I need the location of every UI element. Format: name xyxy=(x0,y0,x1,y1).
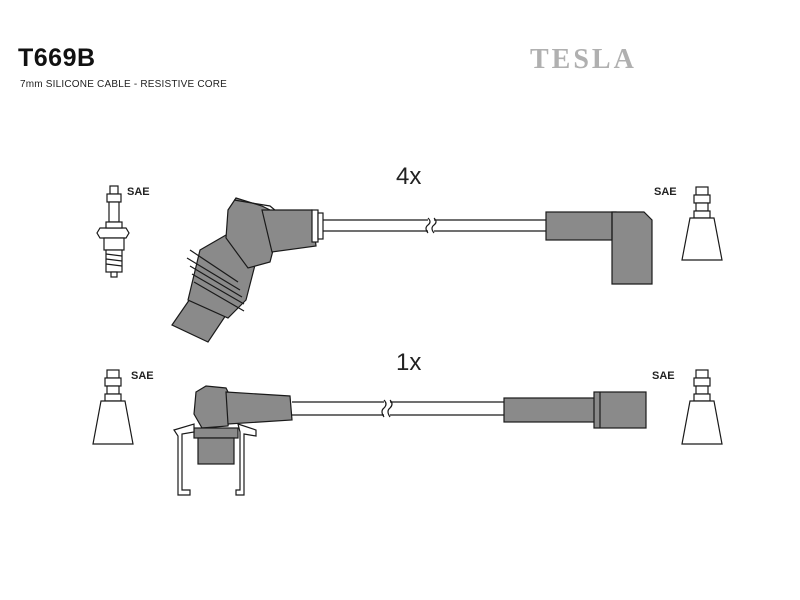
bottom-spark-plug-boot xyxy=(503,391,647,429)
top-right-terminal-icon xyxy=(681,186,723,261)
bottom-right-terminal-label: SAE xyxy=(652,370,675,382)
top-left-terminal-label: SAE xyxy=(127,186,150,198)
bottom-left-terminal-icon xyxy=(92,369,134,445)
bottom-left-terminal-label: SAE xyxy=(131,370,154,382)
brand-logo: TESLA xyxy=(530,44,637,75)
spark-plug-icon xyxy=(96,185,130,278)
cable-description: 7mm SILICONE CABLE - RESISTIVE CORE xyxy=(20,79,228,90)
bottom-right-terminal-icon xyxy=(681,369,723,445)
part-number-title: T669B xyxy=(18,44,96,72)
bottom-cable-wire xyxy=(292,399,504,418)
top-cable-wire xyxy=(323,217,546,234)
coil-boot-connector xyxy=(171,197,324,343)
top-quantity-label: 4x xyxy=(396,163,422,190)
top-right-terminal-label: SAE xyxy=(654,186,677,198)
bottom-quantity-label: 1x xyxy=(396,349,422,376)
top-spark-plug-boot xyxy=(545,211,653,285)
bottom-coil-boot-connector xyxy=(173,385,293,496)
